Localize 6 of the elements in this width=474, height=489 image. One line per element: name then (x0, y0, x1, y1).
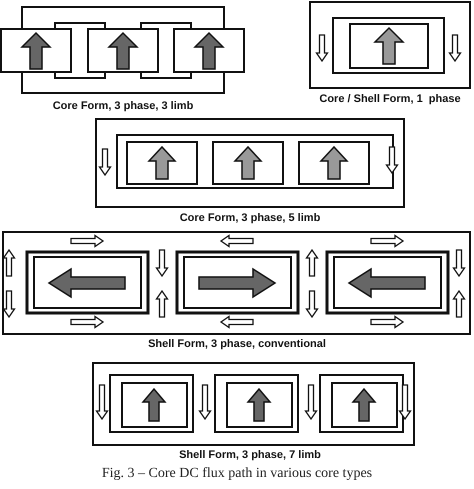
figure-label: Core Form, 3 phase, 5 limb (180, 212, 320, 225)
figure-label: Shell Form, 3 phase, conventional (148, 338, 326, 351)
figure-label: Core Form, 3 phase, 3 limb (52, 100, 194, 113)
figure-label: Core / Shell Form, 1 phase (319, 93, 461, 106)
figure-caption: Fig. 3 – Core DC flux path in various core types (100, 466, 374, 482)
figure-label: Shell Form, 3 phase, 7 limb (179, 449, 321, 462)
